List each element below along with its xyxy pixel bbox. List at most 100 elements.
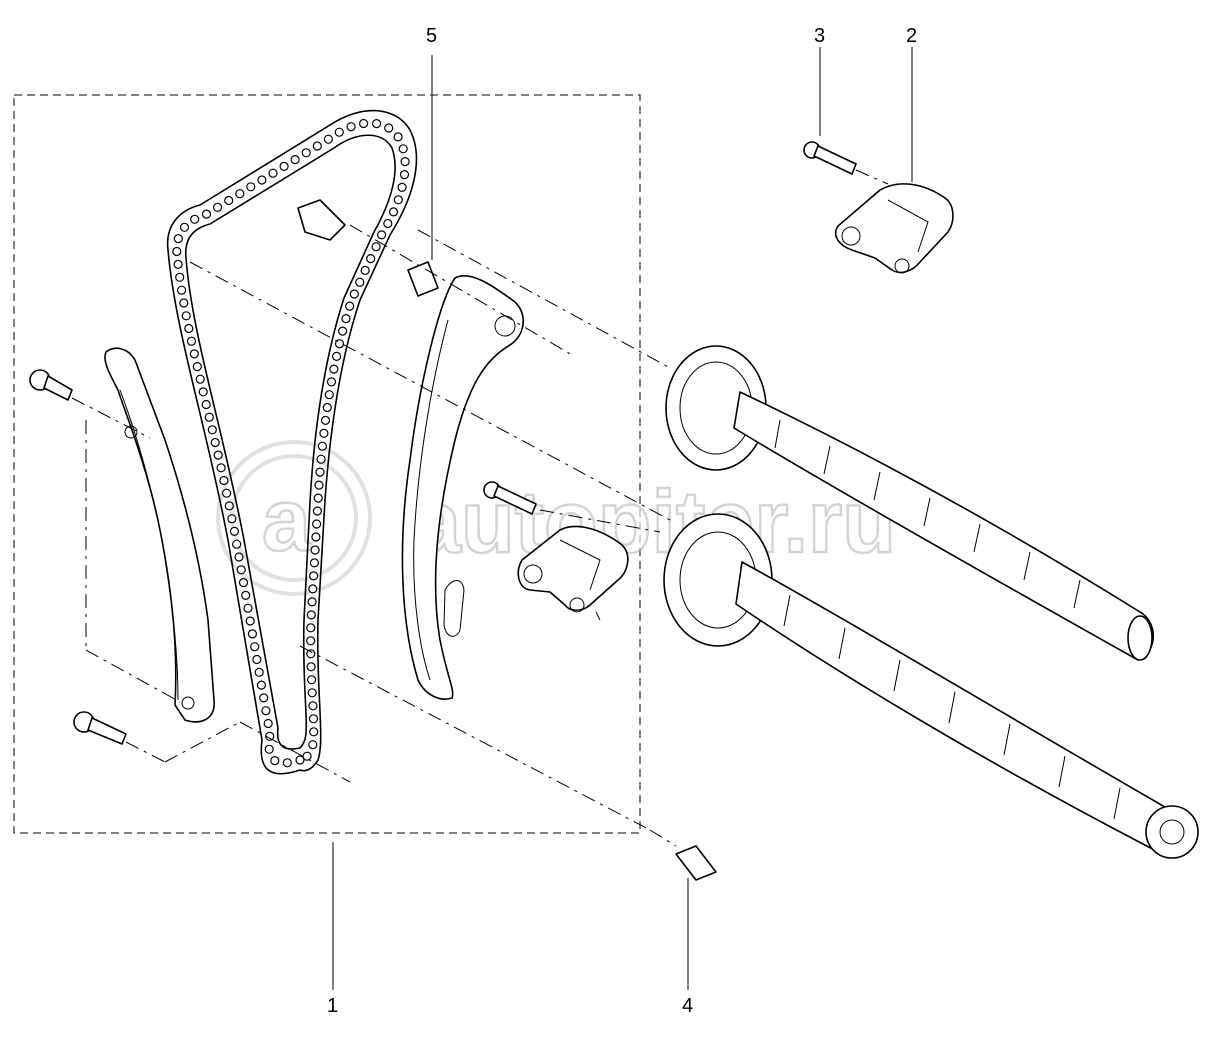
chain-link (210, 437, 220, 448)
chain-link (256, 680, 266, 690)
watermark-logo-ring (216, 440, 372, 596)
chain-link (306, 623, 316, 633)
chain-link (184, 323, 194, 334)
chain-link (400, 157, 410, 167)
callout-5: 5 (426, 25, 437, 47)
chain-link (341, 314, 351, 324)
chain-link (207, 425, 217, 435)
chain-link (250, 642, 260, 652)
chain-link (246, 182, 256, 192)
callout-4: 4 (682, 995, 693, 1017)
bolt-part-3 (803, 141, 857, 175)
chain-link (268, 168, 278, 178)
chain-links (172, 118, 410, 768)
chain-link (308, 584, 318, 594)
chain-link (309, 558, 319, 568)
chain-link (224, 195, 234, 206)
chain-link (307, 597, 317, 607)
lower-camshaft (663, 513, 1199, 859)
chain-link (177, 285, 187, 295)
chain-link (216, 463, 226, 473)
chain-link (306, 662, 316, 672)
chain-link (308, 740, 318, 750)
chain-link (371, 242, 381, 252)
chain-link (332, 351, 342, 361)
chain-link (235, 189, 245, 199)
kit-boundary-box (13, 94, 641, 834)
chain-link (319, 428, 329, 438)
chain-link (227, 514, 237, 524)
bolt-left-upper (29, 369, 73, 401)
chain-link (326, 377, 337, 387)
chain-link (372, 118, 382, 129)
chain-tensioner-part-2 (834, 183, 954, 274)
chain-link (241, 590, 251, 601)
chain-link (346, 122, 356, 132)
bolt-left-lower (73, 711, 127, 745)
chain-link (234, 552, 244, 562)
chain-link (307, 675, 317, 685)
chain-link (243, 603, 253, 613)
chain-tensioner-center (517, 525, 629, 613)
chain-link (186, 336, 197, 346)
upper-camshaft (665, 345, 1154, 661)
chain-link (307, 688, 317, 698)
alignment-lines (71, 169, 889, 847)
chain-link (384, 123, 394, 133)
chain-link (320, 415, 331, 425)
chain-link (179, 222, 190, 232)
chain-link (173, 234, 183, 244)
chain-link (383, 218, 393, 229)
chain-link (302, 751, 312, 761)
chain-link (224, 501, 234, 511)
chain-link (309, 571, 319, 581)
chain-link (270, 755, 280, 766)
chain-link (308, 714, 319, 724)
chain-link (355, 277, 365, 287)
watermark-logo-letter: a (262, 470, 312, 569)
chain-link (306, 649, 316, 659)
chain-link (213, 202, 223, 212)
chain-link (201, 209, 212, 219)
timing-chain (166, 109, 418, 775)
chain-link (324, 390, 334, 400)
chain-link (315, 467, 325, 477)
chain-link (311, 532, 321, 542)
chain-link (247, 629, 257, 639)
chain-link (264, 744, 274, 754)
chain-link (245, 616, 255, 626)
chain-link (393, 132, 403, 142)
chain-link (312, 141, 322, 151)
chain-link (282, 758, 292, 768)
callout-leaders (332, 47, 913, 990)
chain-link (349, 289, 359, 299)
chain-link (198, 387, 208, 397)
chain-link (377, 230, 387, 240)
chain-link (359, 118, 369, 129)
chain-link (252, 654, 262, 665)
chain-link (204, 412, 214, 422)
chain-link (257, 175, 267, 185)
right-tensioner-guide (401, 275, 524, 700)
chain-link (301, 148, 311, 158)
chain-link (295, 755, 305, 765)
chain-link (312, 519, 322, 529)
chain-link (232, 539, 242, 549)
chain-link (290, 155, 300, 165)
chain-link (345, 301, 355, 311)
dowel-pin-part-4 (675, 845, 717, 881)
chain-link (172, 246, 182, 257)
chain-link (360, 265, 370, 275)
chain-link (399, 170, 410, 180)
chain-link (229, 526, 239, 537)
chain-link (388, 207, 399, 217)
chain-link (261, 706, 271, 716)
chain-link (213, 450, 223, 460)
chain-link (263, 718, 273, 729)
chain-link (254, 667, 264, 677)
chain-link (175, 272, 185, 282)
chain-link (314, 480, 324, 490)
chain-link (322, 402, 332, 413)
chain-link (338, 326, 348, 336)
